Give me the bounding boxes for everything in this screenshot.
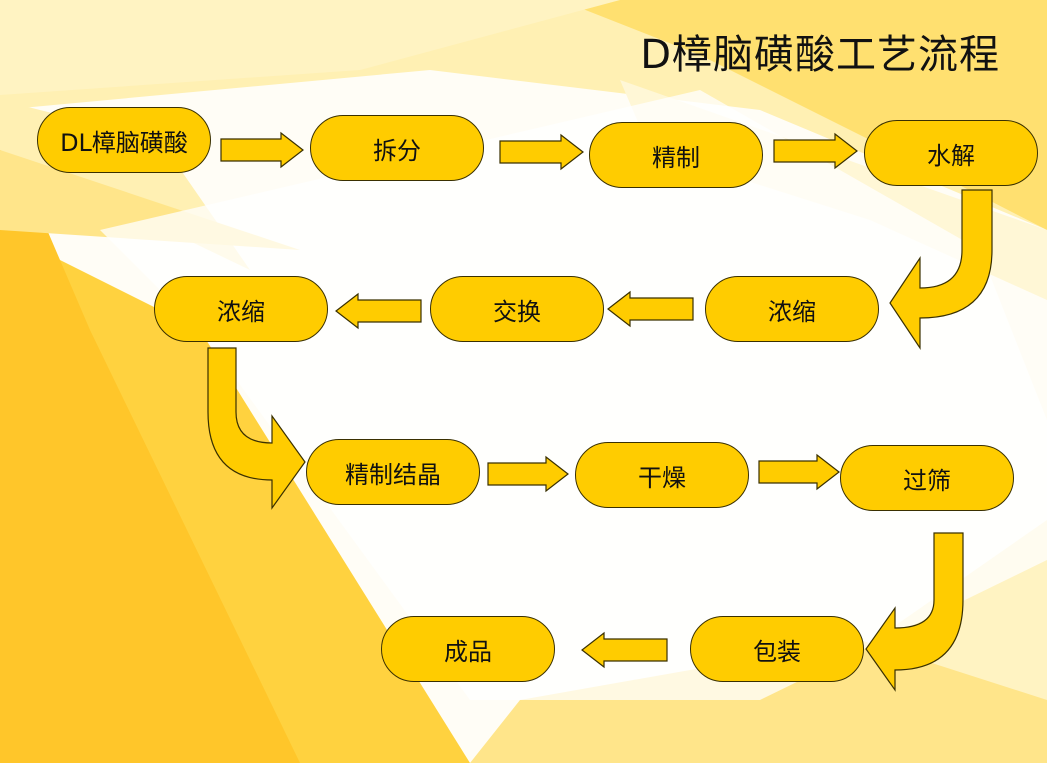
arrow-step7-to-step8 [207, 347, 306, 510]
step-sieving: 过筛 [840, 445, 1014, 511]
step-dl-camphorsulfonic-acid: DL樟脑磺酸 [37, 107, 211, 173]
arrow-step3-to-step4 [773, 132, 858, 170]
step-hydrolysis: 水解 [864, 120, 1038, 186]
step-finished-product: 成品 [381, 616, 555, 682]
step-refined-crystallization: 精制结晶 [306, 439, 480, 505]
step-concentration-1: 浓缩 [705, 276, 879, 342]
arrow-step6-to-step7 [335, 292, 422, 330]
arrow-step4-to-step5 [889, 189, 993, 350]
arrow-step2-to-step3 [499, 133, 584, 171]
page-title: D樟脑磺酸工艺流程 [640, 32, 1000, 78]
step-drying: 干燥 [575, 442, 749, 508]
step-resolution: 拆分 [310, 115, 484, 181]
step-concentration-2: 浓缩 [154, 276, 328, 342]
step-refining: 精制 [589, 122, 763, 188]
step-packaging: 包装 [690, 616, 864, 682]
arrow-step1-to-step2 [220, 131, 304, 169]
arrow-step9-to-step10 [758, 453, 840, 491]
arrow-step8-to-step9 [487, 455, 569, 493]
step-exchange: 交换 [430, 276, 604, 342]
arrow-step5-to-step6 [607, 290, 694, 328]
arrow-step10-to-step11 [865, 532, 964, 692]
arrow-step11-to-step12 [581, 631, 668, 669]
